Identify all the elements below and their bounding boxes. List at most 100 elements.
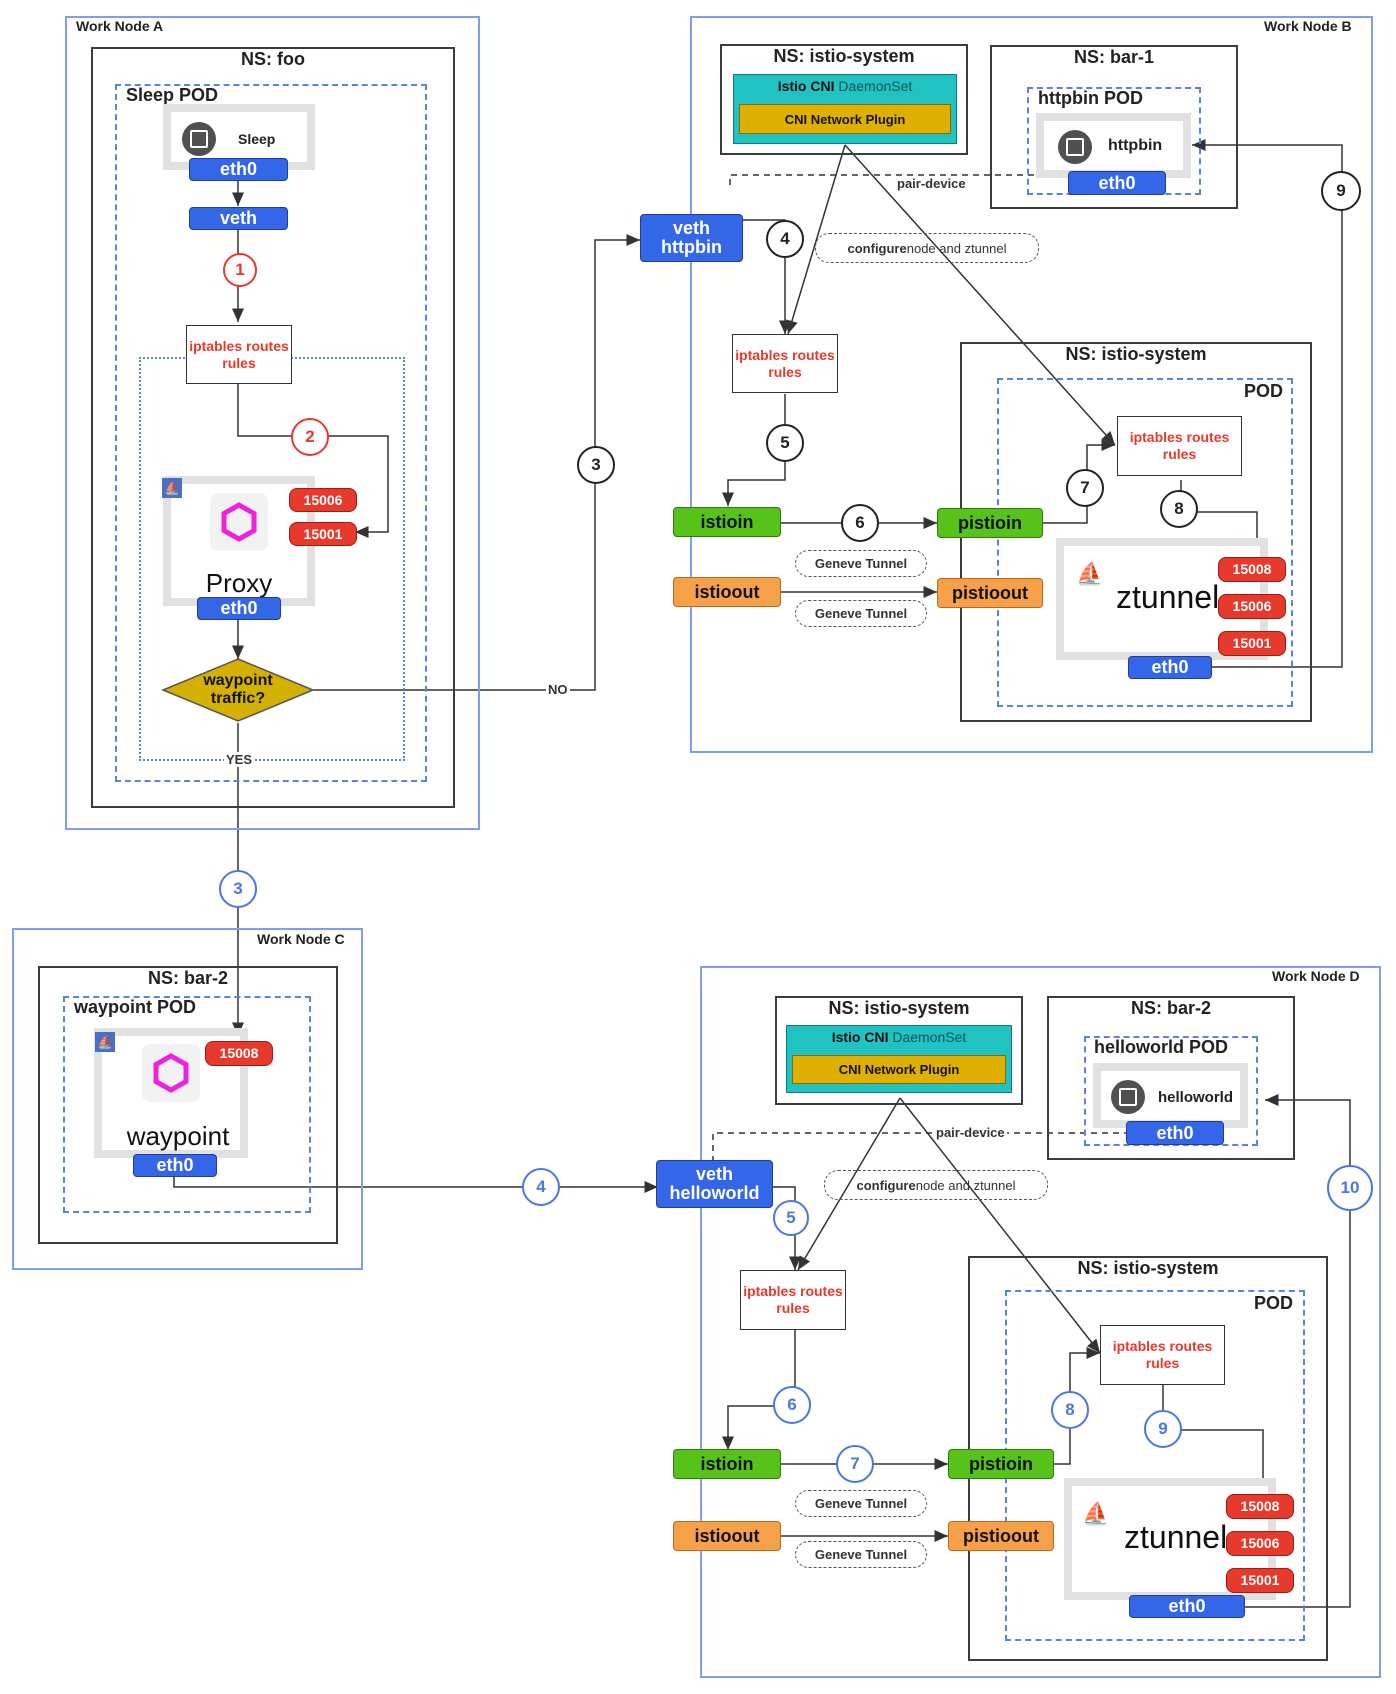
ztunnel-b-port-15008[interactable]: 15008 (1218, 557, 1286, 582)
httpbin-eth0[interactable]: eth0 (1068, 171, 1166, 195)
istio-icon: ⛵ (95, 1032, 115, 1052)
chip-icon (1111, 1080, 1145, 1114)
pistioout-d[interactable]: pistioout (948, 1521, 1054, 1551)
veth-helloworld[interactable]: veth helloworld (656, 1160, 773, 1208)
step-6-node-d: 6 (773, 1386, 811, 1424)
step-7-node-b: 7 (1066, 469, 1104, 507)
ztunnel-b-port-15001[interactable]: 15001 (1218, 631, 1286, 656)
ztunnel-d-port-15006[interactable]: 15006 (1226, 1531, 1294, 1556)
work-node-a (65, 16, 480, 830)
waypoint-port-15008[interactable]: 15008 (205, 1041, 273, 1066)
step-9-node-b: 9 (1321, 171, 1361, 211)
node-d-iptables-outer: iptables routes rules (740, 1270, 846, 1330)
step-8-node-d: 8 (1051, 1391, 1089, 1429)
ns-bar-2-c (38, 966, 338, 1244)
ztunnel-b-eth0[interactable]: eth0 (1128, 656, 1212, 679)
sail-icon: ⛵ (1082, 1501, 1110, 1526)
step-2: 2 (291, 418, 329, 456)
cni-network-plugin-b: CNI Network Plugin (739, 104, 951, 134)
ztunnel-d-eth0[interactable]: eth0 (1129, 1595, 1245, 1618)
pair-device-label-b: pair-device (895, 176, 968, 191)
sleep-eth0[interactable]: eth0 (189, 158, 288, 181)
ztunnel-name-b: ztunnel (1116, 579, 1220, 615)
configure-node-ztunnel-d: configure node and ztunnel (824, 1170, 1048, 1200)
istioin-b[interactable]: istioin (673, 507, 781, 537)
proxy-port-15006[interactable]: 15006 (289, 488, 357, 512)
work-node-a-label: Work Node A (76, 18, 164, 34)
step-1: 1 (223, 253, 257, 287)
helloworld-eth0[interactable]: eth0 (1126, 1121, 1224, 1145)
waypoint-name: waypoint (126, 1121, 230, 1151)
configure-rest: node and ztunnel (906, 240, 1007, 256)
ns-bar-1 (990, 45, 1238, 209)
istio-icon: ⛵ (162, 478, 182, 498)
step-9-node-d: 9 (1144, 1410, 1182, 1448)
geneve-tunnel-d-2: Geneve Tunnel (795, 1541, 927, 1568)
yes-label: YES (224, 752, 255, 767)
step-3-node-c: 3 (219, 870, 257, 908)
pistioout-b[interactable]: pistioout (937, 578, 1043, 608)
chip-icon (182, 122, 216, 156)
ns-istio-system-cni-b (720, 44, 968, 155)
ns-istio-system-ztunnel-b-label: NS: istio-system (1065, 344, 1207, 364)
httpbin-pod-label: httpbin POD (1038, 88, 1143, 108)
step-8-node-b: 8 (1160, 490, 1198, 528)
step-5-node-b: 5 (766, 424, 804, 462)
decision-text: waypoint traffic? (203, 672, 273, 708)
pistioin-d[interactable]: pistioin (948, 1449, 1054, 1479)
configure-bold: configure (847, 240, 907, 256)
ns-istio-system-cni-b-label: NS: istio-system (773, 46, 915, 66)
sleep-pod-label: Sleep POD (126, 85, 219, 105)
ns-bar-1-label: NS: bar-1 (1073, 47, 1154, 67)
work-node-d-label: Work Node D (1272, 968, 1360, 984)
helloworld-app-name: helloworld (1158, 1089, 1233, 1106)
ztunnel-d-port-15001[interactable]: 15001 (1226, 1568, 1294, 1593)
step-4-node-b: 4 (766, 220, 804, 258)
ns-istio-system-cni-d (775, 996, 1023, 1105)
sleep-pod (115, 84, 427, 782)
ztunnel-pod-b-label: POD (1244, 381, 1284, 401)
work-node-c-label: Work Node C (257, 931, 345, 947)
waypoint-pod (63, 996, 311, 1213)
node-b-iptables-outer: iptables routes rules (732, 334, 838, 393)
pistioin-b[interactable]: pistioin (937, 508, 1043, 538)
ztunnel-pod-b (997, 378, 1293, 707)
sleep-veth[interactable]: veth (189, 207, 288, 230)
ztunnel-name-d: ztunnel (1124, 1519, 1228, 1555)
httpbin-app-name: httpbin (1108, 137, 1163, 154)
sail-icon: ⛵ (1076, 561, 1104, 586)
ns-istio-system-cni-d-label: NS: istio-system (828, 998, 970, 1018)
sleep-app-name: Sleep (238, 131, 276, 147)
work-node-b (690, 16, 1373, 753)
chip-icon (1058, 130, 1092, 164)
step-4-node-d: 4 (522, 1168, 560, 1206)
daemonset-bold: Istio CNI (831, 1029, 889, 1045)
ns-foo (91, 47, 455, 808)
istioout-b[interactable]: istioout (673, 577, 781, 607)
configure-rest: node and ztunnel (915, 1177, 1016, 1193)
ztunnel-d-port-15008[interactable]: 15008 (1226, 1494, 1294, 1519)
configure-bold: configure (856, 1177, 916, 1193)
hexagon-icon (210, 493, 268, 551)
ztunnel-b-port-15006[interactable]: 15006 (1218, 594, 1286, 619)
waypoint-eth0[interactable]: eth0 (133, 1154, 217, 1177)
work-node-b-label: Work Node B (1264, 18, 1352, 34)
geneve-tunnel-b-1: Geneve Tunnel (795, 550, 927, 577)
ns-bar-2-c-label: NS: bar-2 (147, 968, 228, 988)
step-5-node-d: 5 (773, 1200, 809, 1236)
step-10-node-d: 10 (1327, 1165, 1373, 1211)
step-3-node-b: 3 (577, 446, 615, 484)
ztunnel-pod-d-label: POD (1254, 1293, 1294, 1313)
istioin-d[interactable]: istioin (673, 1449, 781, 1479)
proxy-port-15001[interactable]: 15001 (289, 522, 357, 546)
pair-device-label-d: pair-device (934, 1125, 1007, 1140)
hexagon-icon (142, 1044, 200, 1102)
ns-istio-system-ztunnel-d-label: NS: istio-system (1077, 1258, 1219, 1278)
veth-httpbin[interactable]: veth httpbin (640, 214, 743, 262)
waypoint-decision-diamond (161, 658, 315, 722)
no-label: NO (546, 682, 570, 697)
istioout-d[interactable]: istioout (673, 1521, 781, 1551)
proxy-eth0[interactable]: eth0 (197, 597, 281, 620)
step-7-node-d: 7 (836, 1445, 874, 1483)
ns-bar-2-d (1047, 996, 1295, 1160)
